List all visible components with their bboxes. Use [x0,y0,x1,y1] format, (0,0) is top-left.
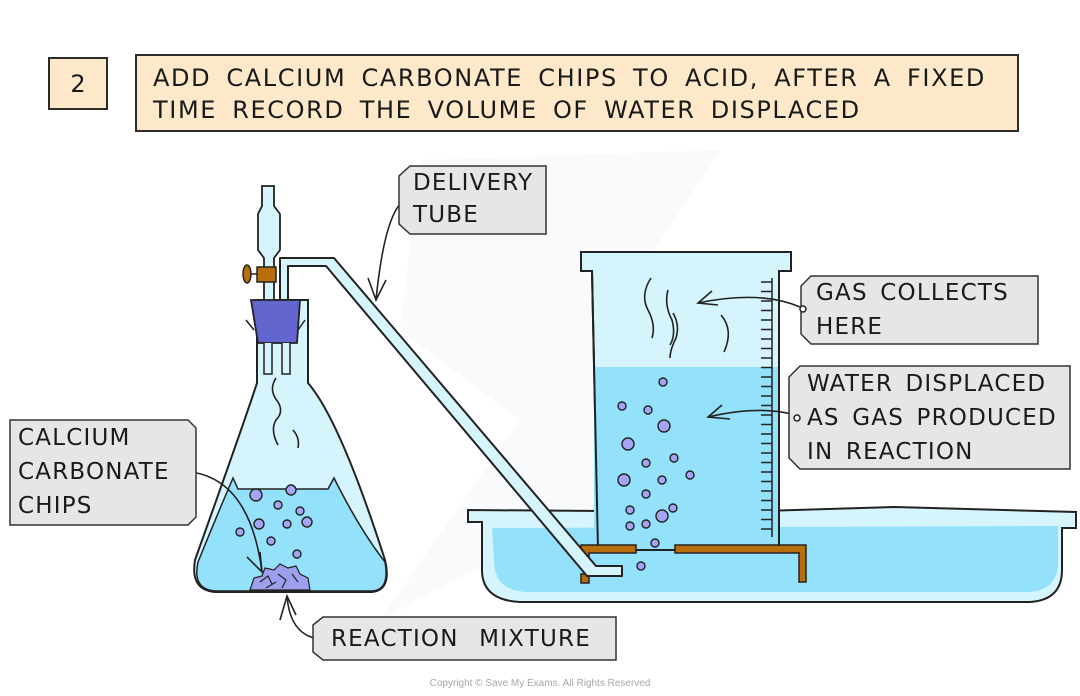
label-line: CARBONATE [18,459,170,485]
bubble [295,506,305,516]
label-line: CHIPS [18,493,93,519]
flask-wisps [271,377,300,449]
label-tag-calcium-carbonate [9,419,197,526]
bubble [253,518,265,530]
label-tag-reaction-mixture [312,616,617,661]
calcium-carbonate-chips [249,563,311,591]
cylinder-bubbles [617,377,695,571]
bubble [249,488,263,502]
bubble [617,401,627,411]
bubble [266,536,276,546]
label-line: WATER DISPLACED [807,371,1047,397]
instruction-line-1: ADD CALCIUM CARBONATE CHIPS TO ACID, AFT… [153,64,986,92]
bubble [273,500,283,510]
label-line: GAS COLLECTS [816,280,1009,306]
conical-flask [193,299,388,593]
rubber-bung [245,299,306,375]
bubble [282,519,292,529]
label-reaction-mixture: REACTION MIXTURE [331,622,591,656]
copyright-notice: Copyright © Save My Exams. All Rights Re… [429,678,651,689]
bubble [641,458,651,468]
step-number-box: 2 [48,57,108,110]
label-tag-water-displaced [788,365,1071,470]
bubble [636,561,646,571]
tap [242,264,277,284]
label-calcium-carbonate-chips: CALCIUM CARBONATE CHIPS [18,421,170,523]
bubble [657,419,671,433]
bubble [641,489,651,499]
instruction-box: ADD CALCIUM CARBONATE CHIPS TO ACID, AFT… [135,54,1019,132]
cylinder-scale [761,278,773,537]
bubble [643,405,653,415]
delivery-tube [279,257,623,577]
label-tag-gas-collects [800,275,1039,345]
flask-acid [196,476,387,592]
instruction-line-2: TIME RECORD THE VOLUME OF WATER DISPLACE… [153,96,861,124]
label-gas-collects-here: GAS COLLECTS HERE [816,276,1009,344]
bubble [669,453,679,463]
beehive-shelf [580,544,807,584]
label-line: IN REACTION [807,439,974,465]
water-displaced-pin [793,414,801,422]
bubble [657,475,667,485]
label-line: HERE [816,314,884,340]
label-delivery-tube: DELIVERY TUBE [413,167,533,231]
bubble [292,549,302,559]
gas-collects-arrow [696,290,801,308]
bubble [617,473,631,487]
water-displaced-arrow [706,404,796,420]
label-line: CALCIUM [18,425,131,451]
bubble [625,521,635,531]
gas-collects-pin [799,305,807,313]
bubble [685,470,695,480]
label-line: AS GAS PRODUCED [807,405,1057,431]
label-tag-delivery-tube [398,165,547,235]
bubble [285,484,297,496]
bubble [641,519,651,529]
measuring-cylinder [580,251,801,551]
label-line: TUBE [413,202,479,228]
gas-wisps [643,277,730,359]
step-number: 2 [70,69,86,98]
label-water-displaced: WATER DISPLACED AS GAS PRODUCED IN REACT… [807,367,1057,469]
bubble [668,503,678,513]
bubble [650,538,660,548]
bubble [301,516,313,528]
bubble [625,505,635,515]
cylinder-water [594,367,778,549]
bubble [621,437,635,451]
flask-bubbles [235,484,313,559]
bubble [655,509,669,523]
bubble [658,377,668,387]
label-line: DELIVERY [413,170,534,196]
bubble [235,527,245,537]
label-line: REACTION MIXTURE [331,626,591,652]
